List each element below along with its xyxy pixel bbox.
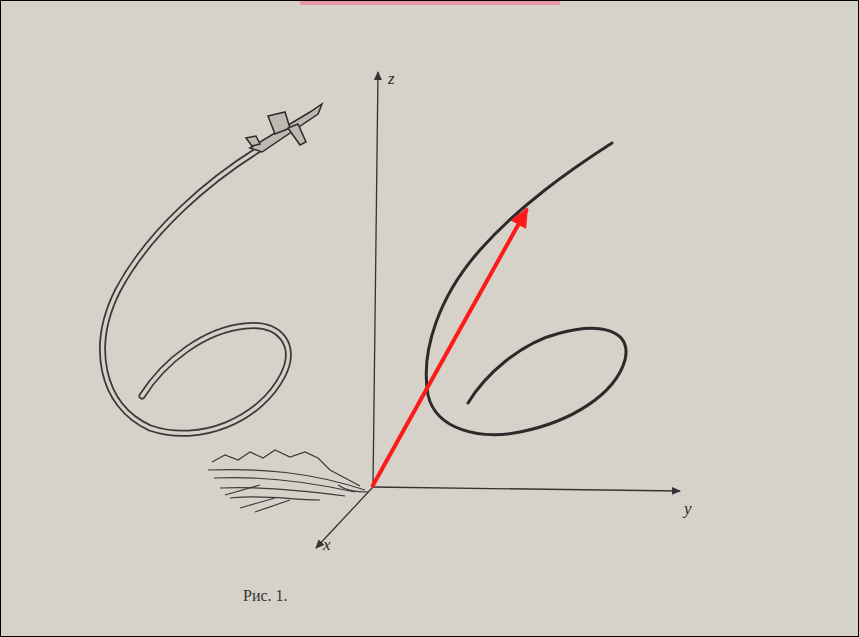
airplane xyxy=(246,104,322,152)
axis-label: x xyxy=(323,536,331,553)
axis-label: y xyxy=(684,500,692,517)
airplane-trail xyxy=(103,150,289,433)
ground-sketch xyxy=(208,450,368,512)
position-vector xyxy=(372,209,527,487)
axis-label: z xyxy=(388,70,395,87)
figure-caption: Рис. 1. xyxy=(243,588,288,604)
top-strip xyxy=(300,1,560,5)
axes xyxy=(316,72,680,548)
trajectory-curve xyxy=(426,143,626,435)
